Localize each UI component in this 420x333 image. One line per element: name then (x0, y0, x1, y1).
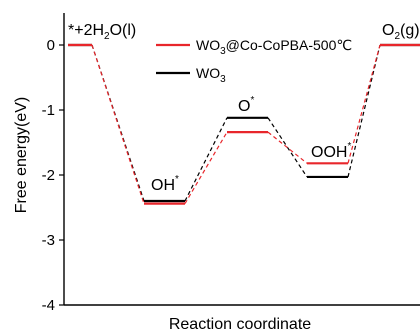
axes: 0 -1 -2 -3 -4 (42, 13, 420, 314)
legend-label: WO3 (196, 65, 226, 85)
connector-composite (347, 44, 381, 164)
x-axis-title: Reaction coordinate (169, 316, 311, 333)
connectors (91, 44, 381, 204)
y-tick-label: -2 (42, 167, 55, 184)
state-label: OH* (151, 174, 179, 194)
y-tick-label: 0 (47, 37, 55, 54)
connector-wo3 (184, 117, 228, 202)
state-labels: *+2H2O(l) OH* O* OOH* O2(g) (68, 22, 420, 194)
legend-label: WO3@Co-CoPBA-500℃ (196, 37, 352, 57)
state-label: O* (238, 95, 254, 115)
state-label: O2(g) (382, 22, 420, 42)
connector-composite (267, 131, 308, 164)
connector-composite (91, 44, 145, 204)
state-label: OOH* (311, 141, 351, 161)
legend: WO3@Co-CoPBA-500℃ WO3 (156, 37, 352, 85)
connector-wo3 (347, 44, 381, 178)
state-label: *+2H2O(l) (68, 22, 136, 42)
y-tick-label: -4 (42, 297, 55, 314)
connector-composite (184, 131, 228, 204)
y-axis-title: Free energy(eV) (13, 97, 30, 214)
y-tick-label: -1 (42, 102, 55, 119)
energy-levels (68, 43, 420, 205)
y-tick-label: -3 (42, 232, 55, 249)
